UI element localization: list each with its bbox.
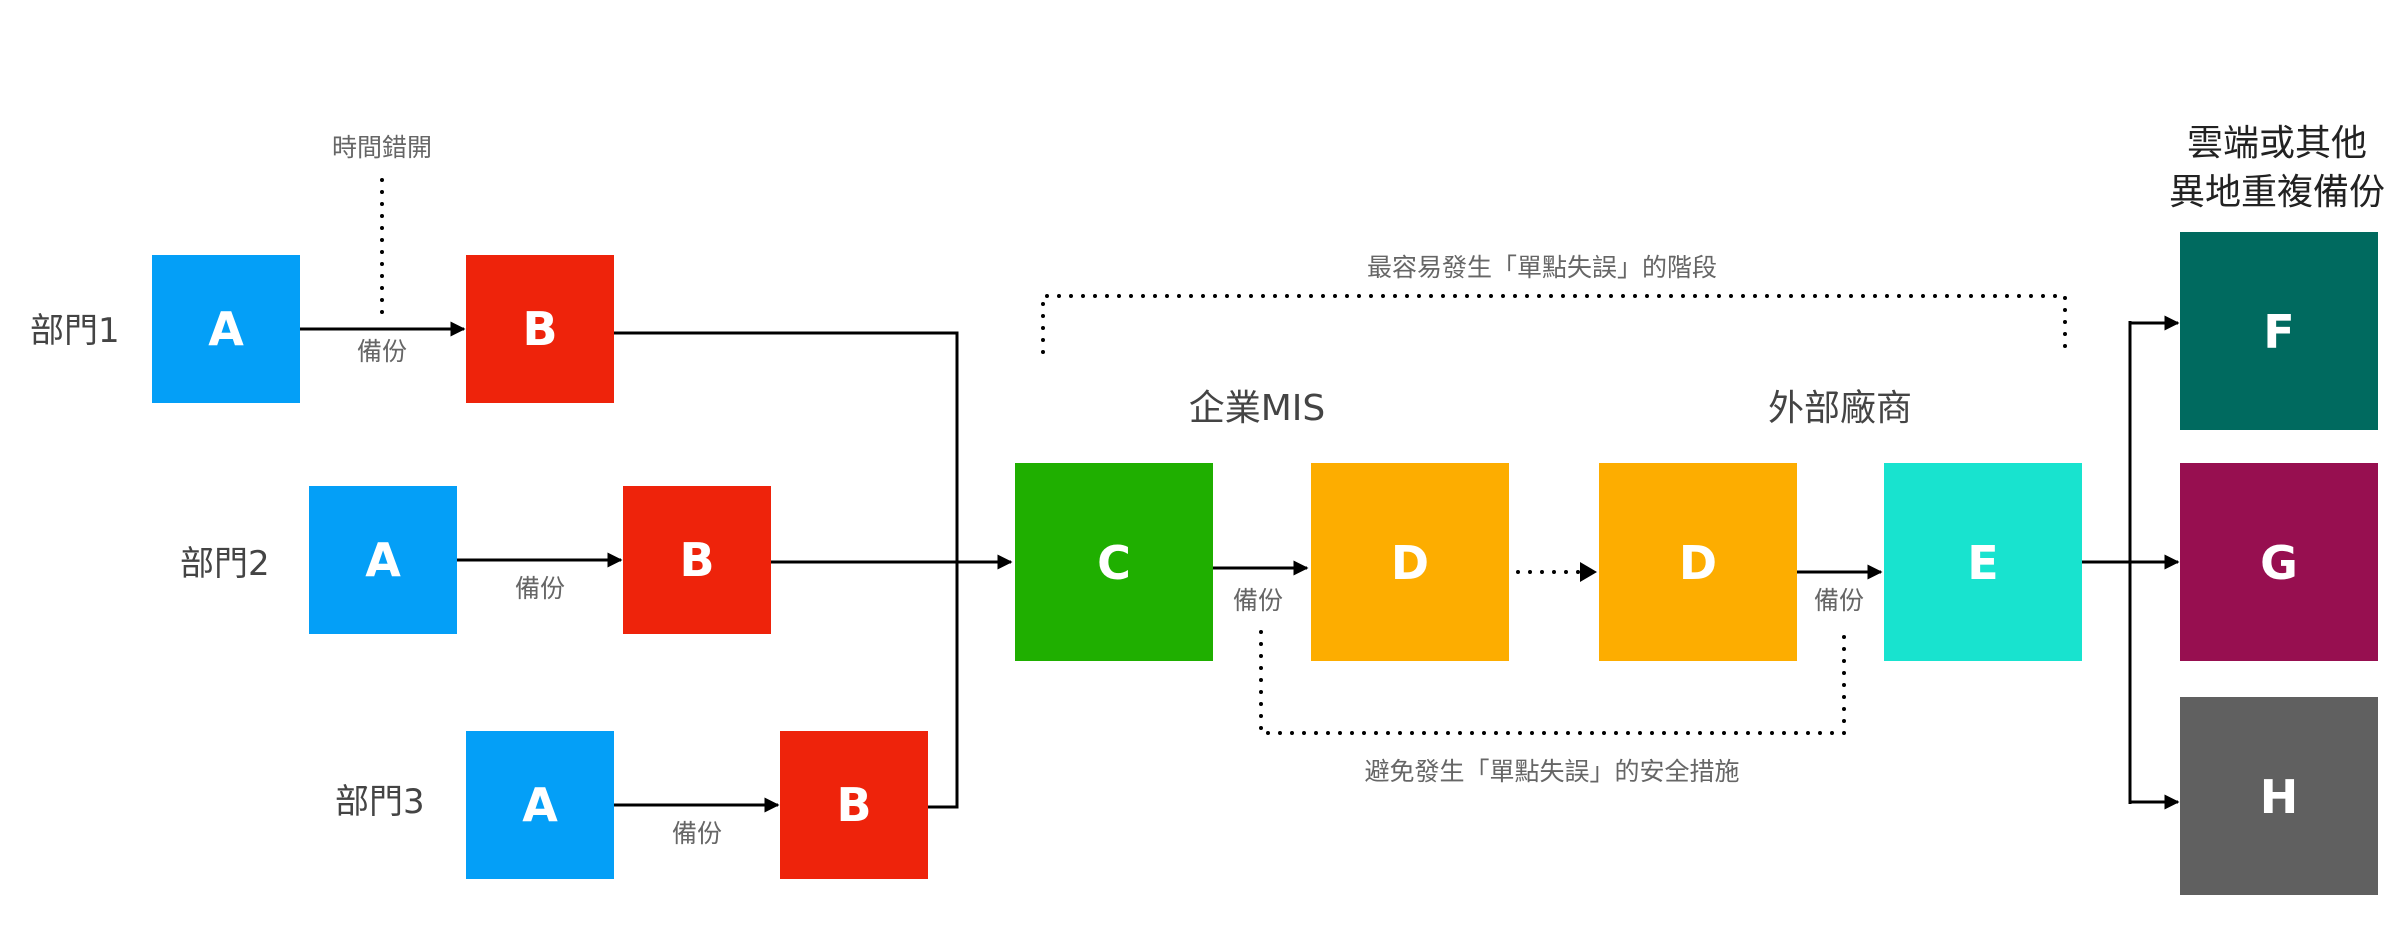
dept3-box-a-label: A (522, 778, 558, 832)
dept2-box-b-label: B (679, 533, 714, 587)
mis-box-c (1015, 463, 1213, 661)
single-point-stage-label: 最容易發生「單點失誤」的階段 (1367, 253, 1717, 282)
vendor-box-e-label: E (1967, 536, 1998, 590)
dept1-box-b-label: B (522, 302, 557, 356)
dept3-box-b (780, 731, 928, 879)
cloud-box-g (2180, 463, 2378, 661)
cloud-title-line1: 雲端或其他 (2187, 123, 2367, 164)
dept2-box-a (309, 486, 457, 634)
dept2-label: 部門2 (180, 544, 270, 584)
vendor-box-d-label: D (1679, 536, 1717, 590)
safety-measure-label: 避免發生「單點失誤」的安全措施 (1364, 757, 1739, 786)
time-stagger-label: 時間錯開 (332, 133, 432, 162)
cloud-box-h-label: H (2260, 770, 2299, 824)
dept2-box-b (623, 486, 771, 634)
cloud-box-h (2180, 697, 2378, 895)
dept1-box-b (466, 255, 614, 403)
cloud-box-g-label: G (2260, 536, 2298, 590)
dept3-box-a (466, 731, 614, 879)
d-to-d-arrowhead (1580, 562, 1597, 582)
mis-box-c-label: C (1097, 536, 1131, 590)
dept2-box-a-label: A (365, 533, 401, 587)
dept1-to-merge-line (614, 331, 959, 809)
dept1-box-a (152, 255, 300, 403)
mis-box-d (1311, 463, 1509, 661)
mis-box-d-label: D (1391, 536, 1429, 590)
dept1-label: 部門1 (30, 311, 120, 351)
cloud-box-f-label: F (2263, 305, 2294, 359)
mis-backup-label: 備份 (1233, 586, 1283, 615)
mis-title: 企業MIS (1189, 388, 1326, 429)
dept1-box-a-label: A (208, 302, 244, 356)
vendor-box-e (1884, 463, 2082, 661)
dept3-box-b-label: B (836, 778, 871, 832)
dept1-backup-label: 備份 (357, 337, 407, 366)
dept3-label: 部門3 (335, 782, 425, 822)
cloud-title-line2: 異地重複備份 (2169, 172, 2385, 213)
cloud-box-f (2180, 232, 2378, 430)
vendor-title: 外部廠商 (1768, 388, 1912, 429)
dept3-backup-label: 備份 (672, 819, 722, 848)
dept2-backup-label: 備份 (515, 574, 565, 603)
vendor-box-d (1599, 463, 1797, 661)
single-point-stage-bracket (1041, 294, 2067, 354)
vendor-backup-label: 備份 (1814, 586, 1864, 615)
